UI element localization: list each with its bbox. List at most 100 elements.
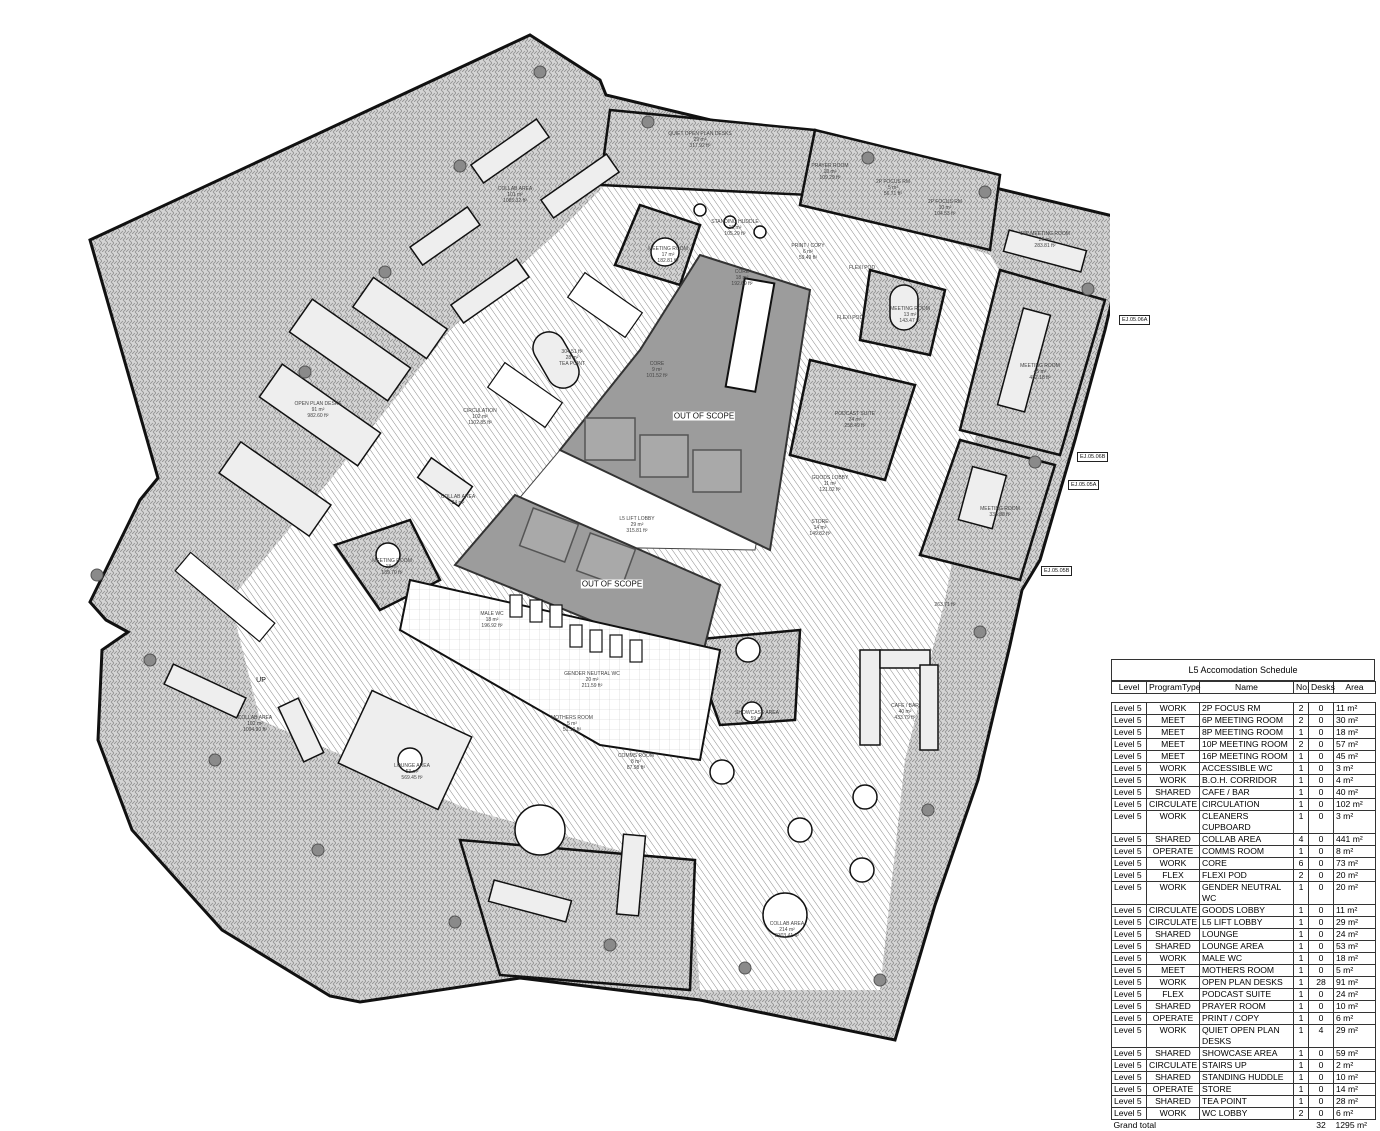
accommodation-schedule: L5 Accomodation Schedule Level ProgramTy… [1111,659,1375,1131]
schedule-cell: 1 [1294,1048,1309,1060]
out-of-scope-label: OUT OF SCOPE [673,412,735,421]
schedule-cell: Level 5 [1112,787,1147,799]
room-label-lounge: 263.71 ft² [934,602,955,608]
schedule-cell: SHARED [1147,1001,1200,1013]
schedule-cell: PRINT / COPY [1200,1013,1294,1025]
schedule-cell: Level 5 [1112,941,1147,953]
schedule-cell: Level 5 [1112,799,1147,811]
room-area-ft: 482.18 ft² [1020,375,1060,381]
schedule-cell: Level 5 [1112,1013,1147,1025]
schedule-cell: Level 5 [1112,775,1147,787]
col-header: Area [1334,682,1376,694]
schedule-cell: FLEX [1147,870,1200,882]
schedule-cell: SHARED [1147,787,1200,799]
room-area-ft: 433.79 ft² [891,715,919,721]
out-of-scope-label: OUT OF SCOPE [581,580,643,589]
room-name: TEA POINT [559,361,585,367]
col-header: Desks [1309,682,1334,694]
schedule-cell: 0 [1309,870,1334,882]
schedule-cell: WORK [1147,953,1200,965]
schedule-cell: Level 5 [1112,703,1147,715]
schedule-cell: Level 5 [1112,846,1147,858]
room-area-ft: 569.45 ft² [394,775,430,781]
schedule-cell: 0 [1309,1048,1334,1060]
schedule-cell: 11 m² [1334,703,1376,715]
schedule-cell: 4 m² [1334,775,1376,787]
schedule-cell: CIRCULATE [1147,1060,1200,1072]
schedule-cell: MEET [1147,739,1200,751]
room-area-ft: 1102.85 ft² [463,420,497,426]
schedule-cell: 57 m² [1334,739,1376,751]
schedule-cell: 0 [1309,929,1334,941]
schedule-cell: 2P FOCUS RM [1200,703,1294,715]
schedule-cell: Level 5 [1112,989,1147,1001]
schedule-cell: Level 5 [1112,763,1147,775]
schedule-cell: CIRCULATE [1147,905,1200,917]
schedule-cell: WORK [1147,703,1200,715]
schedule-cell: 3 m² [1334,811,1376,834]
schedule-cell: STAIRS UP [1200,1060,1294,1072]
schedule-cell: FLEXI POD [1200,870,1294,882]
schedule-cell: TEA POINT [1200,1096,1294,1108]
schedule-cell: LOUNGE [1200,929,1294,941]
schedule-cell: MOTHERS ROOM [1200,965,1294,977]
schedule-cell: 30 m² [1334,715,1376,727]
schedule-cell: 8P MEETING ROOM [1200,727,1294,739]
schedule-cell: Level 5 [1112,1084,1147,1096]
schedule-cell: 2 [1294,715,1309,727]
stairs-up-label: UP [256,678,266,684]
schedule-cell: 0 [1309,775,1334,787]
schedule-cell: 0 [1309,1096,1334,1108]
schedule-cell: 0 [1309,1072,1334,1084]
floor-plan [0,0,1110,1129]
schedule-cell: GOODS LOBBY [1200,905,1294,917]
schedule-cell: 1 [1294,929,1309,941]
col-header: ProgramType [1147,682,1200,694]
schedule-cell: COLLAB AREA [1200,834,1294,846]
schedule-cell: 45 m² [1334,751,1376,763]
schedule-cell: 5 m² [1334,965,1376,977]
schedule-cell: 10 m² [1334,1001,1376,1013]
schedule-cell: SHARED [1147,1072,1200,1084]
schedule-cell: FLEX [1147,989,1200,1001]
schedule-cell: Level 5 [1112,751,1147,763]
schedule-cell: 1 [1294,941,1309,953]
schedule-cell: 6 m² [1334,1013,1376,1025]
room-area-ft: 87.98 ft² [618,765,654,771]
room-area-ft: 101.52 ft² [646,373,667,379]
room-area-ft: 104.53 ft² [928,211,962,217]
schedule-cell: 73 m² [1334,858,1376,870]
schedule-cell: 0 [1309,787,1334,799]
room-area-ft: 143.47 ft² [890,318,930,324]
schedule-cell: WORK [1147,1108,1200,1120]
schedule-cell: 2 [1294,1108,1309,1120]
room-area-ft: 59.49 ft² [791,255,824,261]
schedule-cell: 59 m² [1334,1048,1376,1060]
schedule-cell: 1 [1294,846,1309,858]
schedule-cell: 2 [1294,739,1309,751]
schedule-cell: 1 [1294,727,1309,739]
room-area-ft: 105.29 ft² [711,231,758,237]
ej-tag: EJ.05.06B [1077,452,1108,462]
schedule-cell: 29 m² [1334,917,1376,929]
